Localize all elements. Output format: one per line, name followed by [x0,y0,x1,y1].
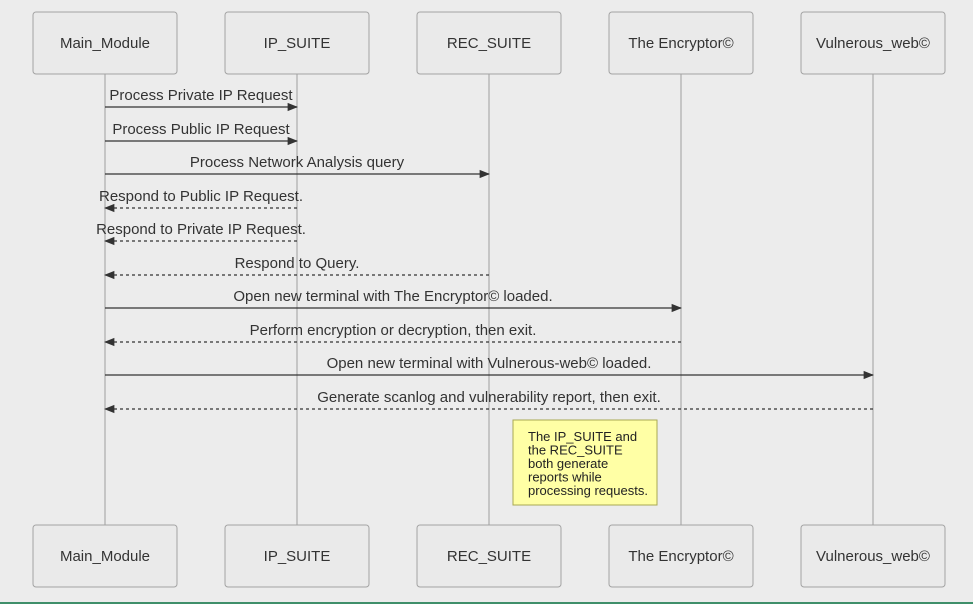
actor-box-bg [32,524,178,588]
message-2: Process Public IP Request [105,121,299,146]
message-label: Respond to Public IP Request. [99,188,303,205]
note-box [512,419,658,506]
actor-label-ip-top: IP_SUITE [264,35,331,52]
actor-label-main-bottom: Main_Module [60,548,150,565]
message-10: Generate scanlog and vulnerability repor… [103,389,873,414]
actor-label-enc-top: The Encryptor© [628,35,733,52]
actor-box-bg [608,11,754,75]
actor-box-rec-bottom: REC_SUITE [416,524,562,588]
message-6: Respond to Query. [103,255,489,280]
note-line: both generate [528,456,608,471]
actor-box-bg [224,11,370,75]
actor-box-main-bottom: Main_Module [32,524,178,588]
actor-box-ip-top: IP_SUITE [224,11,370,75]
actor-box-bg [608,524,754,588]
actor-box-vuln-bottom: Vulnerous_web© [800,524,946,588]
actor-label-vuln-bottom: Vulnerous_web© [816,548,930,565]
message-1: Process Private IP Request [105,87,299,112]
message-label: Process Private IP Request [109,87,293,104]
actor-label-main-top: Main_Module [60,35,150,52]
actor-box-enc-bottom: The Encryptor© [608,524,754,588]
note-line: reports while [528,470,602,485]
actor-label-enc-bottom: The Encryptor© [628,548,733,565]
message-9: Open new terminal with Vulnerous-web© lo… [105,355,875,380]
message-5: Respond to Private IP Request. [96,221,306,246]
actor-box-bg [32,11,178,75]
note-line: The IP_SUITE and [528,429,637,444]
message-7: Open new terminal with The Encryptor© lo… [105,288,683,313]
message-label: Perform encryption or decryption, then e… [250,322,537,339]
actor-box-bg [416,524,562,588]
message-label: Process Public IP Request [112,121,290,138]
message-label: Open new terminal with The Encryptor© lo… [233,288,552,305]
message-8: Perform encryption or decryption, then e… [103,322,681,347]
message-label: Generate scanlog and vulnerability repor… [317,389,661,406]
actor-label-rec-top: REC_SUITE [447,35,531,52]
actor-box-bg [800,524,946,588]
message-label: Open new terminal with Vulnerous-web© lo… [327,355,652,372]
actor-box-bg [800,11,946,75]
actor-box-enc-top: The Encryptor© [608,11,754,75]
message-3: Process Network Analysis query [105,154,491,179]
message-label: Respond to Private IP Request. [96,221,306,238]
actor-box-rec-top: REC_SUITE [416,11,562,75]
note-line: processing requests. [528,483,648,498]
bottom-accent-rule [0,602,973,604]
message-label: Process Network Analysis query [190,154,405,171]
actor-label-vuln-top: Vulnerous_web© [816,35,930,52]
actor-label-rec-bottom: REC_SUITE [447,548,531,565]
actor-box-bg [416,11,562,75]
actor-label-ip-bottom: IP_SUITE [264,548,331,565]
actor-box-ip-bottom: IP_SUITE [224,524,370,588]
actor-box-bg [224,524,370,588]
message-4: Respond to Public IP Request. [99,188,303,213]
note-line: the REC_SUITE [528,443,623,458]
actor-box-vuln-top: Vulnerous_web© [800,11,946,75]
actor-box-main-top: Main_Module [32,11,178,75]
message-label: Respond to Query. [235,255,360,272]
